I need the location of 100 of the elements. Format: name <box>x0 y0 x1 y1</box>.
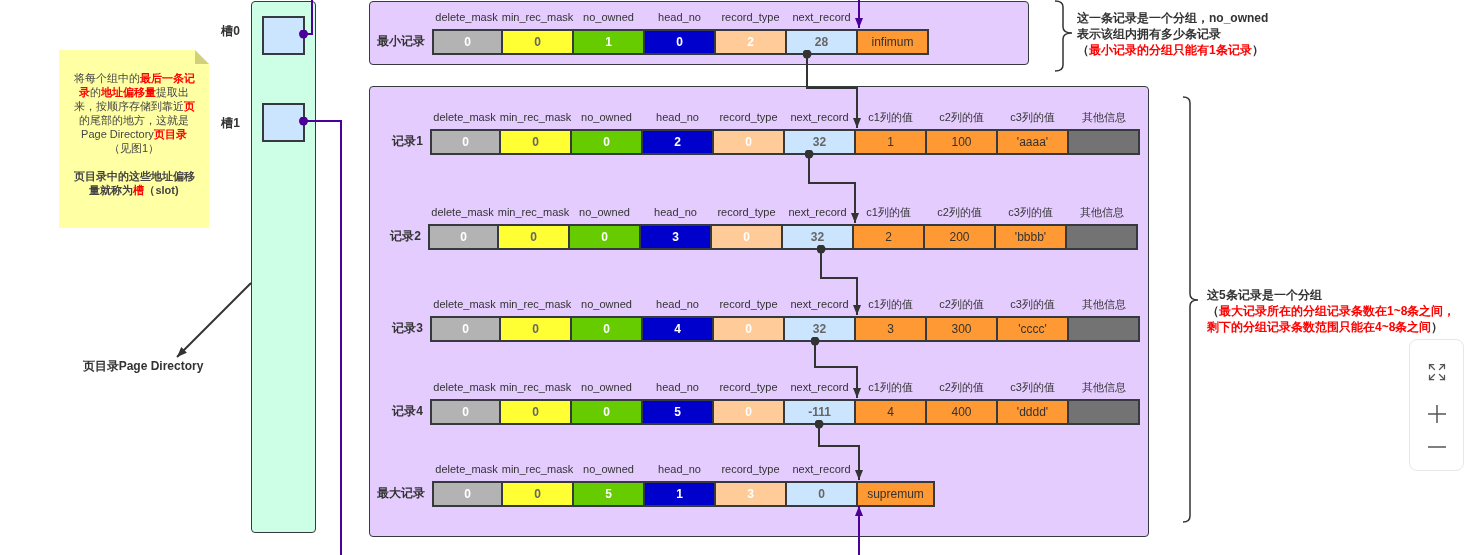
field-name: record_type <box>717 205 776 219</box>
sticky-note <box>59 50 209 228</box>
annotation-text: 这一条记录是一个分组，no_owned表示该组内拥有多少条记录 <box>1077 10 1270 42</box>
record-group <box>369 1 1029 65</box>
annotation-text: 这5条记录是一个分组 <box>1207 287 1323 303</box>
field-name: delete_mask <box>433 297 496 311</box>
record-field: 2 <box>854 224 925 250</box>
record-field: 5 <box>643 399 714 425</box>
record-field: 3 <box>856 316 927 342</box>
note-text: 将每个组中的最后一条记录的地址偏移量提取出来，按顺序存储到靠近页的尾部的地方，这就是Page Directory页目录（见图1） <box>73 71 195 155</box>
pointer-arrow <box>802 49 861 129</box>
pointer-arrow <box>855 505 863 555</box>
record-field: 0 <box>432 29 503 55</box>
pointer-arrow <box>804 149 859 224</box>
record-field: 'bbbb' <box>996 224 1067 250</box>
field-name: min_rec_mask <box>499 380 572 394</box>
pointer-arrow <box>810 336 861 399</box>
field-name: min_rec_mask <box>499 297 572 311</box>
field-name: record_type <box>719 110 778 124</box>
field-name: no_owned <box>579 205 630 219</box>
record-field: 3 <box>716 481 787 507</box>
field-name: c2列的值 <box>939 297 984 311</box>
field-name: delete_mask <box>435 462 498 476</box>
record-field: 100 <box>927 129 998 155</box>
field-name: c3列的值 <box>1010 297 1055 311</box>
field-name: c1列的值 <box>868 380 913 394</box>
record-field: supremum <box>858 481 935 507</box>
record-field: 0 <box>572 129 643 155</box>
slot-column <box>251 1 316 533</box>
field-name: 其他信息 <box>1081 380 1126 394</box>
record-field: 5 <box>574 481 645 507</box>
field-name: delete_mask <box>433 380 496 394</box>
annotation-text: （最小记录的分组只能有1条记录） <box>1077 42 1265 58</box>
annotation-text: （最大记录所在的分组记录条数在1~8条之间，剩下的分组记录条数范围只能在4~8条之间） <box>1207 303 1457 335</box>
record-field: 0 <box>499 224 570 250</box>
field-name: no_owned <box>581 297 632 311</box>
field-name: head_no <box>654 205 697 219</box>
record-group <box>369 86 1149 537</box>
field-name: next_record <box>790 380 849 394</box>
field-name: record_type <box>721 462 780 476</box>
field-name: 其他信息 <box>1081 110 1126 124</box>
record-field: 0 <box>428 224 499 250</box>
field-name: head_no <box>656 297 699 311</box>
field-name: next_record <box>792 10 851 24</box>
record-field: 0 <box>645 29 716 55</box>
record-field: 0 <box>432 481 503 507</box>
record-field: 0 <box>501 129 572 155</box>
field-name: head_no <box>656 380 699 394</box>
record-field: 0 <box>572 316 643 342</box>
field-name: head_no <box>658 462 701 476</box>
field-name: delete_mask <box>431 205 494 219</box>
record-field: 'aaaa' <box>998 129 1069 155</box>
record-field: 0 <box>714 399 785 425</box>
record-field <box>1069 316 1140 342</box>
field-name: c3列的值 <box>1010 110 1055 124</box>
record-field: 4 <box>856 399 927 425</box>
slot-box <box>261 15 305 55</box>
directory-label: 页目录Page Directory <box>75 357 211 374</box>
slot-label: 槽0 <box>221 23 240 39</box>
record-field: 0 <box>714 129 785 155</box>
field-name: c1列的值 <box>868 110 913 124</box>
record-field: 0 <box>503 29 574 55</box>
field-name: record_type <box>719 297 778 311</box>
record-field: 32 <box>785 316 856 342</box>
record-field: 3 <box>641 224 712 250</box>
field-name: head_no <box>658 10 701 24</box>
record-field <box>1067 224 1138 250</box>
note-text: 页目录中的这些地址偏移量就称为槽（slot) <box>73 169 195 197</box>
field-name: c1列的值 <box>866 205 911 219</box>
field-name: c1列的值 <box>868 297 913 311</box>
field-name: c2列的值 <box>939 380 984 394</box>
record-field: 0 <box>712 224 783 250</box>
slot-box <box>261 102 305 142</box>
record-field: 'dddd' <box>998 399 1069 425</box>
field-name: no_owned <box>581 110 632 124</box>
record-field: 0 <box>501 399 572 425</box>
pointer-arrow <box>814 419 863 481</box>
field-name: c2列的值 <box>939 110 984 124</box>
record-field: 1 <box>645 481 716 507</box>
record-field: 0 <box>430 399 501 425</box>
record-field: 1 <box>856 129 927 155</box>
field-name: c3列的值 <box>1008 205 1053 219</box>
field-name: min_rec_mask <box>501 462 574 476</box>
field-name: record_type <box>721 10 780 24</box>
record-field: 0 <box>570 224 641 250</box>
record-field: 0 <box>430 129 501 155</box>
record-field: 4 <box>643 316 714 342</box>
record-field: -111 <box>785 399 856 425</box>
field-name: min_rec_mask <box>501 10 574 24</box>
record-field: 32 <box>783 224 854 250</box>
record-field: 400 <box>927 399 998 425</box>
field-name: 其他信息 <box>1081 297 1126 311</box>
field-name: no_owned <box>581 380 632 394</box>
record-field: 0 <box>787 481 858 507</box>
slot-label: 槽1 <box>221 115 240 131</box>
field-name: min_rec_mask <box>499 110 572 124</box>
record-field: 1 <box>574 29 645 55</box>
pointer-arrow <box>855 0 863 29</box>
record-field: 0 <box>714 316 785 342</box>
field-name: next_record <box>790 297 849 311</box>
